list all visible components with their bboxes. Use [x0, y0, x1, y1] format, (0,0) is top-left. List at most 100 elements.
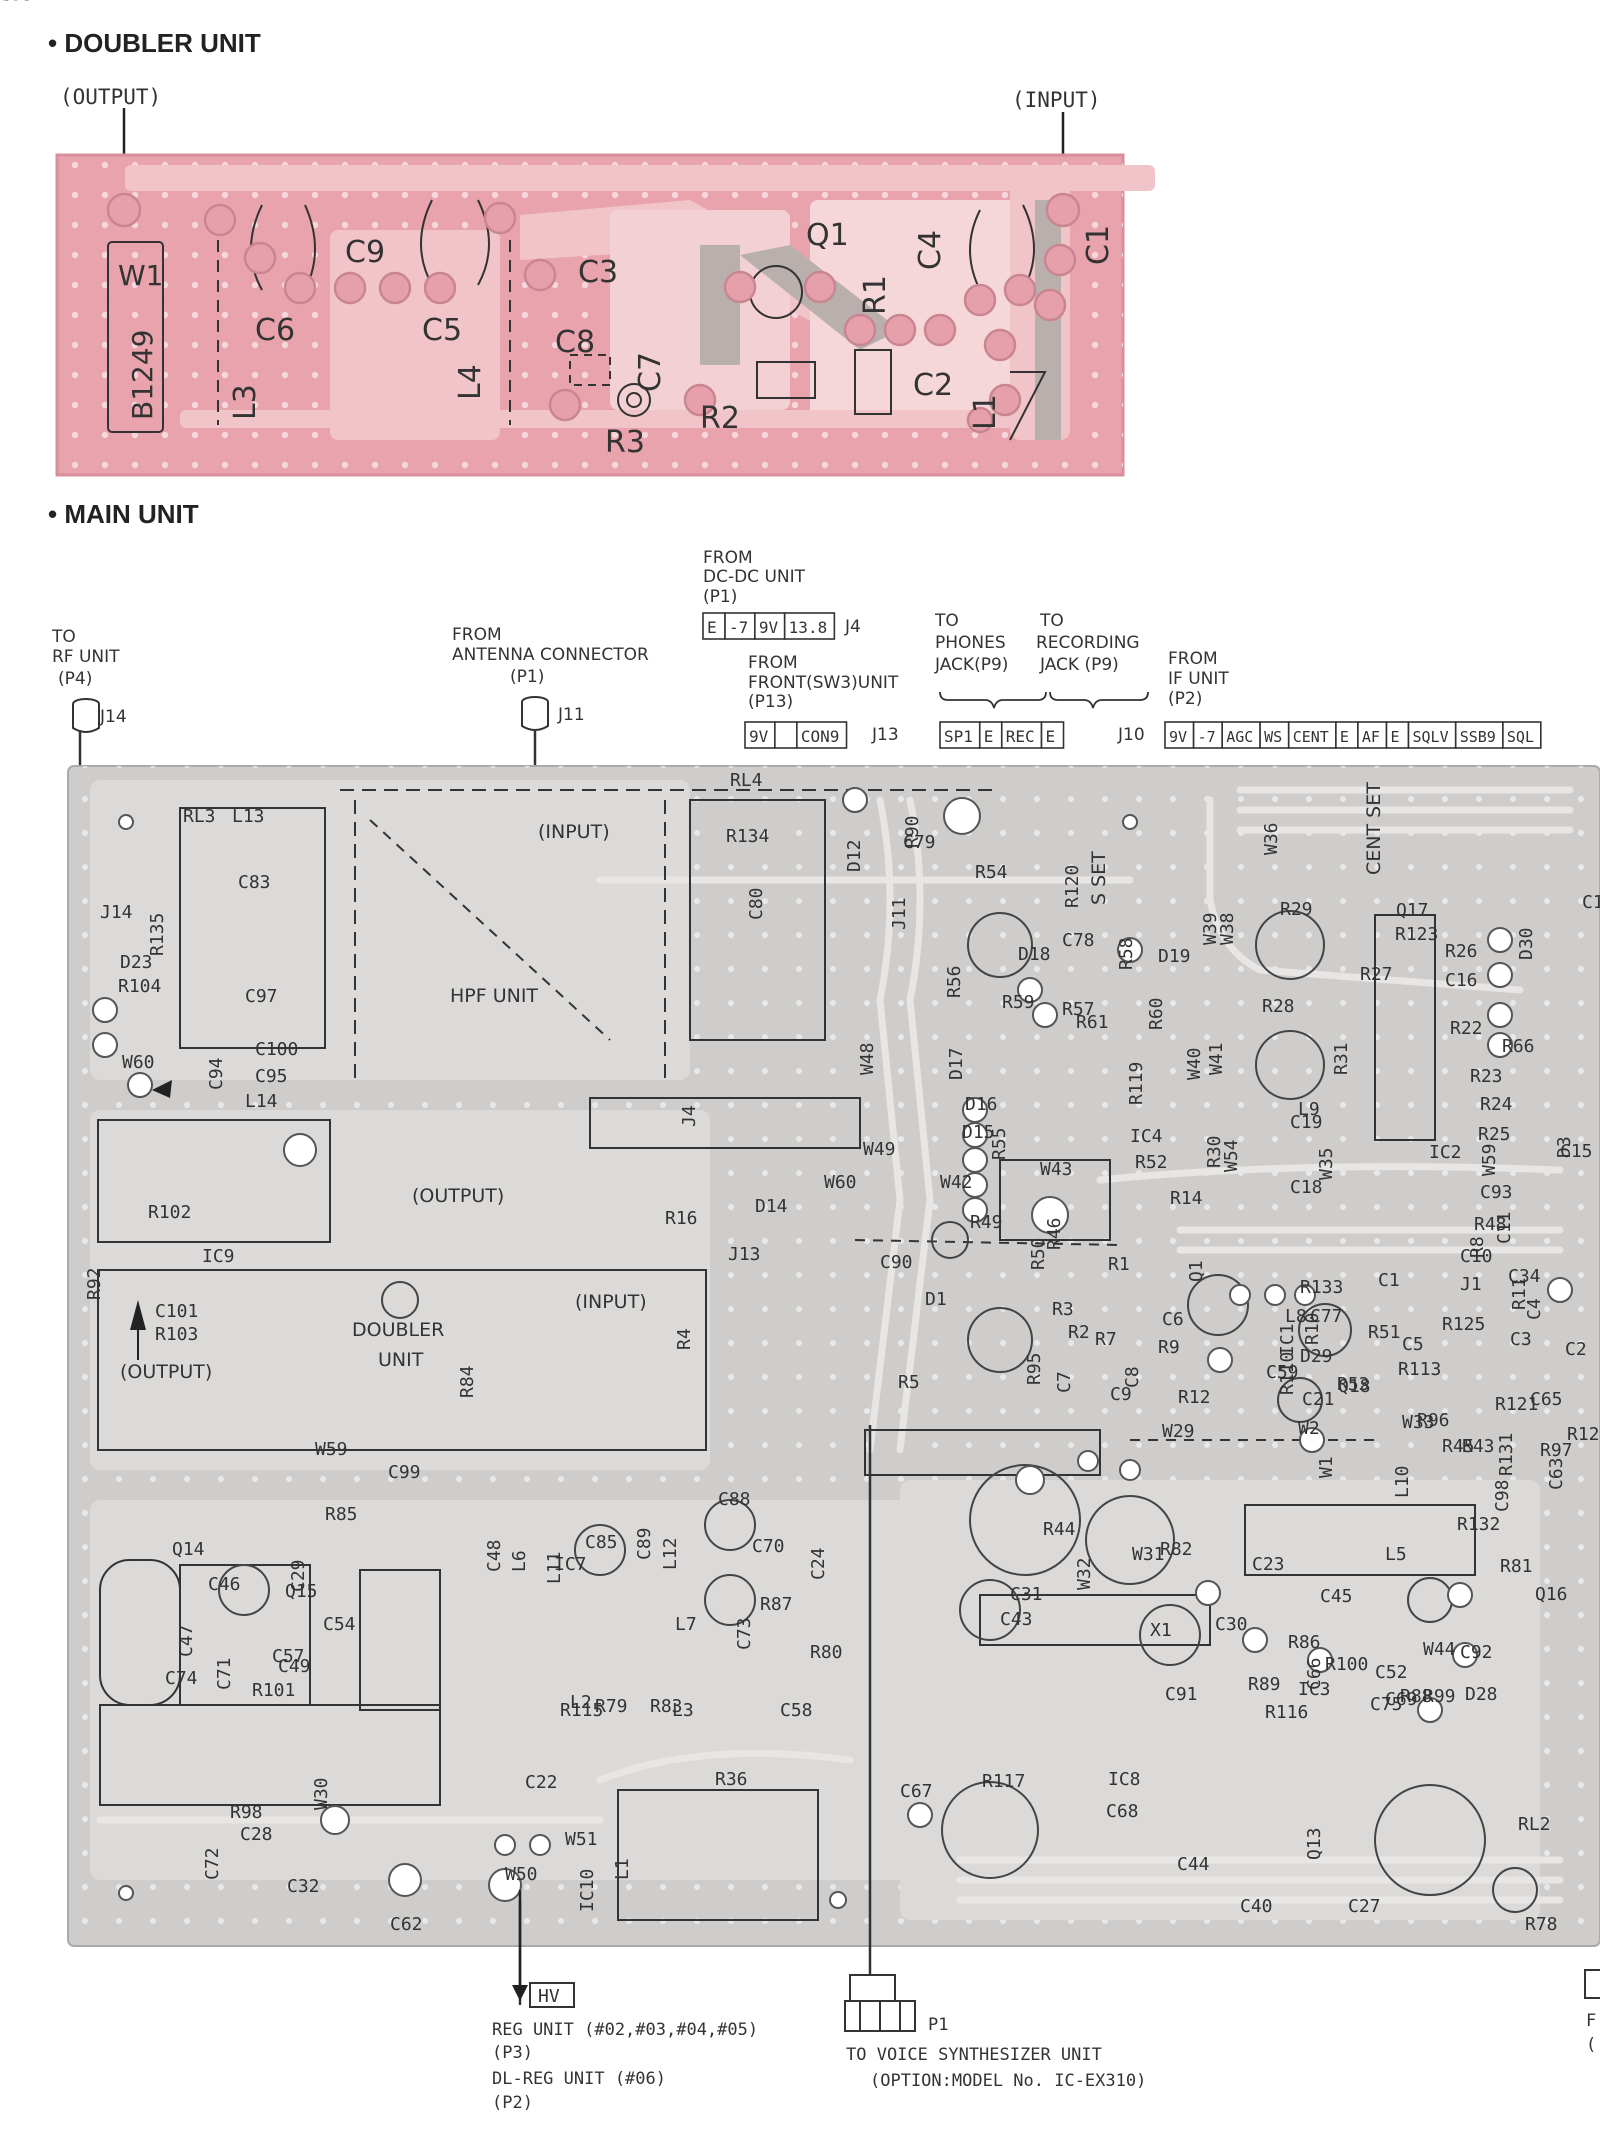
main-label-r104-6: R104: [118, 976, 161, 997]
main-label-r125-102: R125: [1442, 1314, 1485, 1335]
main-label-r44-158: R44: [1043, 1519, 1076, 1540]
main-label-c78-27: C78: [1062, 930, 1095, 951]
main-label-l2-196: L2: [570, 1692, 592, 1713]
pins-j10-pin-0: SP1: [944, 727, 973, 746]
reg-line-4: (P2): [492, 2093, 533, 2113]
main-label-r30-67: R30: [1204, 1135, 1225, 1168]
main-label-r134-19: R134: [726, 826, 769, 847]
main-label-w54-66: W54: [1221, 1139, 1242, 1172]
main-label-c88-155: C88: [718, 1489, 751, 1510]
doubler-label-w1: W1: [118, 259, 164, 292]
main-label-r25-52: R25: [1478, 1124, 1511, 1145]
main-label-c9-121: C9: [1110, 1384, 1132, 1405]
hv-box: [529, 1982, 575, 2008]
pins-if-pin-7: E: [1391, 728, 1400, 746]
antenna-line-1: FROM: [452, 625, 502, 645]
main-label-r115-195: R115: [560, 1700, 603, 1721]
main-unit-heading: • MAIN UNIT: [48, 499, 199, 529]
j11-top-label: J11: [557, 705, 585, 725]
pins-j10-pin-2: REC: [1006, 727, 1035, 746]
main-label-w60-75: W60: [824, 1172, 857, 1193]
pins-front-box-1: [774, 721, 798, 749]
main-label-j3-234: J3: [0, 0, 22, 5]
main-input-arrow: [152, 1080, 172, 1098]
main-label-c77-99: C77: [1310, 1306, 1343, 1327]
reg-line-2: (P3): [492, 2043, 533, 2063]
pins-front-box-0: [744, 721, 776, 749]
doubler-pads: [106, 192, 1081, 434]
main-label-c19-65: C19: [1290, 1112, 1323, 1133]
main-label-c15-53: C15: [1560, 1141, 1593, 1162]
pins-j10-pin-1: E: [984, 727, 994, 746]
main-label-c6-106: C6: [1162, 1309, 1184, 1330]
reg-line-3: DL-REG UNIT (#06): [492, 2069, 666, 2089]
main-label-r54-25: R54: [975, 862, 1008, 883]
main-label-c89-153: C89: [634, 1527, 655, 1560]
doubler-label-c1: C1: [1081, 225, 1116, 265]
main-label-c27-228: C27: [1348, 1896, 1381, 1917]
main-label-q16-184: Q16: [1535, 1584, 1568, 1605]
main-label-w49-74: W49: [863, 1139, 896, 1160]
main-label-l14-12: L14: [245, 1091, 278, 1112]
main-board-traces: [96, 786, 1574, 1904]
hpf-unit-label: HPF UNIT: [450, 985, 538, 1007]
main-label-w40-55: W40: [1184, 1047, 1205, 1080]
main-label-c46-168: C46: [208, 1574, 241, 1595]
main-label-c99-145: C99: [388, 1462, 421, 1483]
main-label-c30-163: C30: [1215, 1614, 1248, 1635]
doubler-label-c3: C3: [578, 255, 618, 290]
main-label-r84-147: R84: [457, 1365, 478, 1398]
doubler-label-r1: R1: [858, 275, 893, 315]
main-label-r48-82: R48: [1474, 1214, 1507, 1235]
main-label-r117-212: R117: [982, 1771, 1025, 1792]
antenna-line-3: (P1): [510, 667, 544, 687]
main-label-d17-58: D17: [946, 1047, 967, 1080]
main-label-r103-17: R103: [155, 1324, 198, 1345]
main-label-w2-130: W2: [1298, 1418, 1320, 1439]
main-label-l10-143: L10: [1392, 1465, 1413, 1498]
doubler-input-label: (INPUT): [1012, 88, 1101, 112]
main-label-c95-11: C95: [255, 1066, 288, 1087]
main-label-l5-165: L5: [1385, 1544, 1407, 1565]
main-label-d1-101: D1: [925, 1289, 947, 1310]
main-label-r96-126: R96: [1417, 1410, 1450, 1431]
main-label-r11-97: R11: [1509, 1277, 1530, 1310]
rf-unit-line-1: TO: [51, 627, 76, 647]
doubler-unit-heading: • DOUBLER UNIT: [48, 28, 261, 58]
main-label-d23-5: D23: [120, 952, 153, 973]
main-label-c10-96: C10: [1460, 1246, 1493, 1267]
pins-if-box-1: [1192, 721, 1223, 749]
s-set-label: S SET: [1088, 851, 1110, 905]
main-label-c100-9: C100: [255, 1039, 298, 1060]
main-label-w59-81: W59: [1479, 1143, 1500, 1176]
doubler-unit-inner-label-1: DOUBLER: [352, 1319, 444, 1341]
pins-j10-box-3: [1040, 721, 1065, 749]
main-label-w43-78: W43: [1040, 1159, 1073, 1180]
main-label-r31-56: R31: [1331, 1042, 1352, 1075]
main-label-j4-73: J4: [679, 1105, 700, 1127]
recording-line-1: TO: [1039, 611, 1064, 631]
main-label-r121-134: R121: [1495, 1394, 1538, 1415]
main-label-w60-10: W60: [122, 1052, 155, 1073]
main-label-c59-125: C59: [1266, 1362, 1299, 1383]
main-label-d16-60: D16: [965, 1094, 998, 1115]
main-label-r120-26: R120: [1062, 865, 1083, 908]
doubler-output-label: (OUTPUT): [60, 85, 161, 109]
main-label-c49-182: C49: [278, 1656, 311, 1677]
doubler-component-labels: W1 B1249 C6 C9 C5 C3 Q1 C4 C1 L3 L4 C8 C…: [118, 218, 1116, 460]
main-label-c93-80: C93: [1480, 1182, 1513, 1203]
main-label-c31-177: C31: [1010, 1584, 1043, 1605]
main-label-r88-204: R88: [1400, 1686, 1433, 1707]
main-label-d18-28: D18: [1018, 944, 1051, 965]
main-label-c26-235: C26: [0, 0, 33, 5]
main-label-r8-85: R8: [1467, 1236, 1488, 1258]
pins-dcdc-box-2: [754, 612, 786, 640]
main-label-c70-156: C70: [752, 1536, 785, 1557]
dcdc-line-2: DC-DC UNIT: [703, 567, 806, 587]
main-label-ic4-63: IC4: [1130, 1126, 1163, 1147]
main-label-r53-123: R53: [1337, 1374, 1370, 1395]
doubler-input-inner-label: (INPUT): [575, 1291, 647, 1313]
pins-if-pin-5: E: [1340, 728, 1349, 746]
